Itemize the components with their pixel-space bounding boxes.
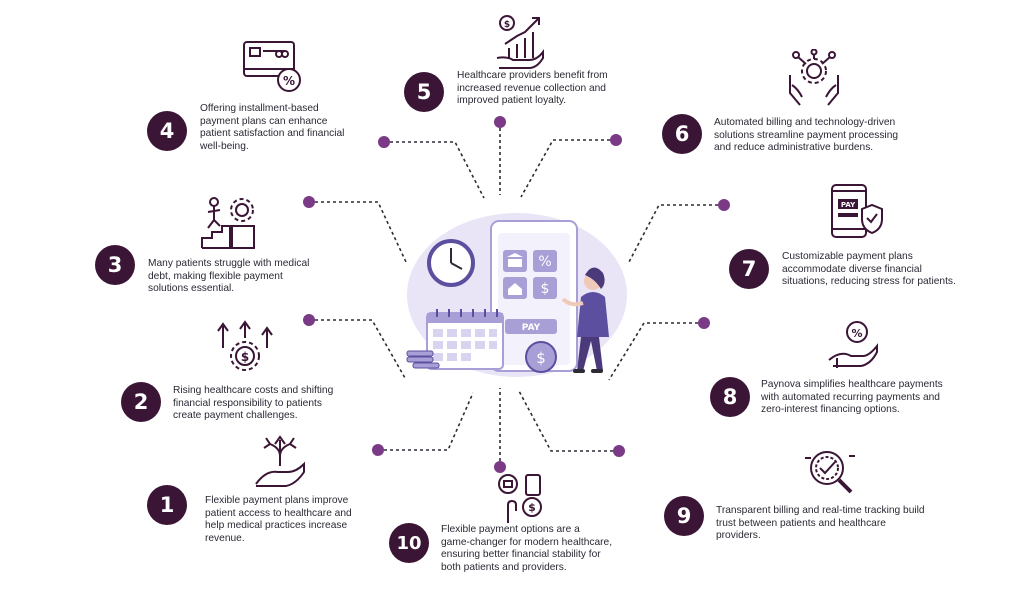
rising-costs-gear-icon: $ [217, 320, 273, 371]
step-text-10: Flexible payment options are a game-chan… [441, 524, 613, 573]
climbing-stairs-gear-icon [201, 197, 255, 249]
phone-pay-shield-icon: PAY [831, 184, 883, 238]
step-text-9: Transparent billing and real-time tracki… [716, 505, 925, 542]
magnifier-check-icon [805, 451, 855, 494]
coin-icon [525, 341, 557, 373]
percent-tile [533, 250, 557, 272]
coin-dollar-symbol: $ [536, 349, 546, 367]
step-text-7: Customizable payment plans accommodate d… [782, 251, 956, 288]
svg-text:%: % [283, 74, 295, 88]
connector-dot [494, 461, 506, 473]
growth-chart-hand-icon: $ [496, 15, 544, 69]
step-text-1: Flexible payment plans improve patient a… [205, 495, 352, 544]
step-badge-5: 5 [404, 72, 444, 112]
step-text-2: Rising healthcare costs and shifting fin… [173, 385, 334, 422]
hand-percent-coin-icon: % [828, 321, 878, 368]
step-badge-4: 4 [147, 111, 187, 151]
dollar-tile [533, 277, 557, 299]
dollar-symbol: $ [541, 281, 550, 297]
hands-gear-network-icon [789, 49, 839, 106]
connector-dot [718, 199, 730, 211]
step-badge-2: 2 [121, 382, 161, 422]
step-badge-6: 6 [662, 114, 702, 154]
svg-text:$: $ [528, 501, 536, 514]
card-percent-icon: % [243, 41, 301, 92]
pay-label: PAY [522, 323, 541, 333]
step-badge-3: 3 [95, 245, 135, 285]
step-text-6: Automated billing and technology-driven … [714, 117, 899, 154]
connector-dot [698, 317, 710, 329]
step-text-4: Offering installment-based payment plans… [200, 103, 345, 152]
svg-text:$: $ [241, 350, 249, 364]
svg-text:%: % [851, 327, 862, 340]
woman-figure [561, 267, 609, 373]
connector-dot [372, 444, 384, 456]
payment-options-hand-icon: $ [498, 474, 542, 523]
svg-text:PAY: PAY [841, 201, 856, 209]
connector-dot [303, 196, 315, 208]
pay-button-shape [505, 319, 557, 334]
step-badge-10: 10 [389, 523, 429, 563]
connector-dot [613, 445, 625, 457]
step-badge-8: 8 [710, 377, 750, 417]
step-text-8: Paynova simplifies healthcare payments w… [761, 379, 943, 416]
connector-dot [303, 314, 315, 326]
central-illustration: % $ PAY $ [406, 213, 627, 377]
connector-dot [610, 134, 622, 146]
step-text-3: Many patients struggle with medical debt… [148, 258, 310, 295]
connector-dot [494, 116, 506, 128]
step-badge-7: 7 [729, 249, 769, 289]
branching-arrows-hand-icon [255, 435, 305, 487]
connector-dot [378, 136, 390, 148]
percent-symbol: % [538, 254, 551, 270]
step-text-5: Healthcare providers benefit from increa… [457, 70, 608, 107]
step-badge-1: 1 [147, 485, 187, 525]
coin-stack-icon [406, 350, 440, 369]
step-badge-9: 9 [664, 496, 704, 536]
svg-text:$: $ [504, 20, 510, 30]
